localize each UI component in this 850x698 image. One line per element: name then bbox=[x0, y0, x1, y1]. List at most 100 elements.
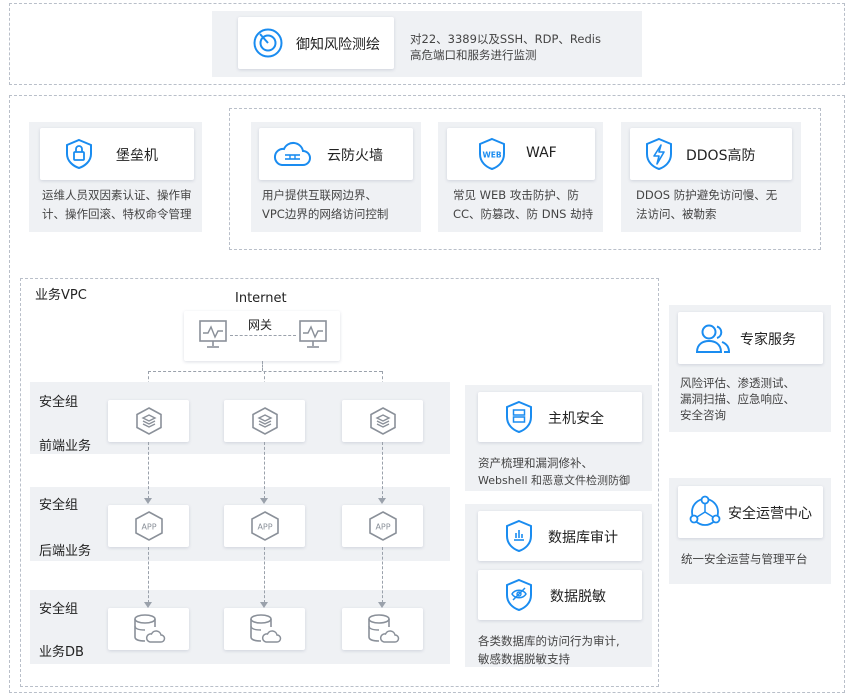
host-title: 主机安全 bbox=[548, 411, 604, 427]
ddos-card[interactable]: DDOS高防 bbox=[630, 128, 792, 180]
bastion-title: 堡垒机 bbox=[116, 148, 158, 164]
firewall-desc-2: VPC边界的网络访问控制 bbox=[262, 207, 389, 221]
bastion-desc-2: 计、操作回滚、特权命令管理 bbox=[42, 207, 192, 221]
gateway-down-line bbox=[262, 361, 263, 371]
db-mask-title: 数据脱敏 bbox=[550, 589, 606, 605]
lock-shield-icon bbox=[66, 138, 92, 170]
host-desc-1: 资产梳理和漏洞修补、 bbox=[478, 456, 593, 470]
backend-node-3[interactable]: APP bbox=[342, 505, 423, 547]
firewall-desc-1: 用户提供互联网边界、 bbox=[262, 188, 377, 202]
bastion-desc-1: 运维人员双因素认证、操作审 bbox=[42, 188, 192, 202]
arrow-1b bbox=[144, 498, 152, 504]
host-desc-2: Webshell 和恶意文件检测防御 bbox=[478, 474, 631, 487]
server-shield-icon bbox=[506, 400, 532, 434]
layers-hex-icon bbox=[136, 407, 162, 435]
db-audit-title: 数据库审计 bbox=[548, 530, 618, 546]
connector-3b bbox=[382, 442, 383, 499]
app-hex-icon: APP bbox=[135, 511, 163, 541]
db-node-1[interactable] bbox=[108, 608, 189, 650]
db-label: 业务DB bbox=[39, 645, 84, 660]
monitor-icon bbox=[199, 320, 227, 348]
eye-off-shield-icon bbox=[506, 578, 532, 612]
firewall-title: 云防火墙 bbox=[327, 148, 383, 164]
connector-2c bbox=[264, 547, 265, 603]
expert-title: 专家服务 bbox=[740, 332, 796, 348]
bastion-card[interactable]: 堡垒机 bbox=[40, 128, 194, 180]
expert-desc-3: 安全咨询 bbox=[680, 408, 726, 422]
gateway-card[interactable]: 网关 bbox=[184, 311, 340, 361]
arrow-3b bbox=[378, 498, 386, 504]
layers-hex-icon bbox=[252, 407, 278, 435]
connector-3c bbox=[382, 547, 383, 603]
network-hub-icon bbox=[689, 495, 721, 526]
soc-title: 安全运营中心 bbox=[728, 506, 812, 522]
risk-mapping-title: 御知风险测绘 bbox=[296, 37, 380, 53]
gateway-link bbox=[230, 335, 296, 336]
radar-icon bbox=[253, 28, 283, 58]
users-icon bbox=[695, 324, 731, 353]
chart-shield-icon bbox=[506, 519, 532, 553]
connector-1c bbox=[148, 547, 149, 603]
gateway-title: 网关 bbox=[248, 318, 273, 332]
layers-hex-icon bbox=[370, 407, 396, 435]
svg-text:APP: APP bbox=[257, 523, 272, 532]
frontend-sg-label: 安全组 bbox=[39, 395, 79, 410]
backend-label: 后端业务 bbox=[39, 544, 92, 559]
vpc-title: 业务VPC bbox=[35, 288, 87, 303]
arrow-1c bbox=[144, 602, 152, 608]
expert-desc-2: 漏洞扫描、应急响应、 bbox=[680, 392, 795, 406]
expert-desc-1: 风险评估、渗透测试、 bbox=[680, 376, 795, 390]
risk-mapping-desc-1: 对22、3389以及SSH、RDP、Redis bbox=[410, 32, 601, 46]
ddos-desc-2: 法访问、被勒索 bbox=[636, 207, 717, 221]
app-hex-icon: APP bbox=[251, 511, 279, 541]
ddos-desc-1: DDOS 防护避免访问慢、无 bbox=[636, 188, 778, 202]
backend-node-1[interactable]: APP bbox=[108, 505, 189, 547]
svg-text:APP: APP bbox=[141, 523, 156, 532]
waf-desc-2: CC、防篡改、防 DNS 劫持 bbox=[453, 207, 594, 221]
backend-sg-label: 安全组 bbox=[39, 498, 79, 513]
frontend-node-3[interactable] bbox=[342, 400, 423, 442]
arrow-2b bbox=[260, 498, 268, 504]
db-desc-1: 各类数据库的访问行为审计, bbox=[478, 634, 620, 648]
db-node-2[interactable] bbox=[224, 608, 305, 650]
connector-2b bbox=[264, 442, 265, 499]
frontend-node-2[interactable] bbox=[224, 400, 305, 442]
internet-label: Internet bbox=[235, 291, 287, 306]
backend-node-2[interactable]: APP bbox=[224, 505, 305, 547]
top-section bbox=[9, 3, 845, 85]
connector-1b bbox=[148, 442, 149, 499]
db-mask-card[interactable]: 数据脱敏 bbox=[478, 570, 642, 620]
waf-title: WAF bbox=[526, 145, 557, 161]
db-desc-2: 敏感数据脱敏支持 bbox=[478, 652, 570, 666]
arrow-3c bbox=[378, 602, 386, 608]
monitor-icon bbox=[299, 320, 327, 348]
waf-icon-text: WEB bbox=[482, 151, 501, 160]
frontend-label: 前端业务 bbox=[39, 439, 92, 454]
firewall-card[interactable]: 云防火墙 bbox=[259, 128, 413, 180]
frontend-node-1[interactable] bbox=[108, 400, 189, 442]
perimeter-group bbox=[229, 108, 821, 250]
lightning-shield-icon bbox=[646, 137, 672, 171]
main-section bbox=[9, 95, 845, 693]
risk-mapping-desc-2: 高危端口和服务进行监测 bbox=[410, 48, 537, 62]
app-hex-icon: APP bbox=[369, 511, 397, 541]
svg-text:APP: APP bbox=[375, 523, 390, 532]
cloud-firewall-icon bbox=[273, 141, 311, 166]
cloud-database-icon bbox=[134, 614, 166, 643]
db-audit-card[interactable]: 数据库审计 bbox=[478, 511, 642, 561]
host-card[interactable]: 主机安全 bbox=[478, 392, 642, 442]
soc-card[interactable]: 安全运营中心 bbox=[678, 486, 823, 538]
soc-desc-1: 统一安全运营与管理平台 bbox=[681, 552, 808, 566]
cloud-database-icon bbox=[250, 614, 282, 643]
waf-desc-1: 常见 WEB 攻击防护、防 bbox=[453, 188, 579, 202]
db-node-3[interactable] bbox=[342, 608, 423, 650]
waf-card[interactable]: WEB WAF bbox=[447, 128, 595, 180]
cloud-database-icon bbox=[368, 614, 400, 643]
arrow-2c bbox=[260, 602, 268, 608]
vpc-box bbox=[20, 278, 659, 687]
web-shield-icon: WEB bbox=[479, 137, 505, 171]
expert-card[interactable]: 专家服务 bbox=[678, 312, 823, 364]
db-sg-label: 安全组 bbox=[39, 602, 79, 617]
risk-mapping-card[interactable]: 御知风险测绘 bbox=[238, 17, 394, 69]
ddos-title: DDOS高防 bbox=[686, 148, 756, 164]
